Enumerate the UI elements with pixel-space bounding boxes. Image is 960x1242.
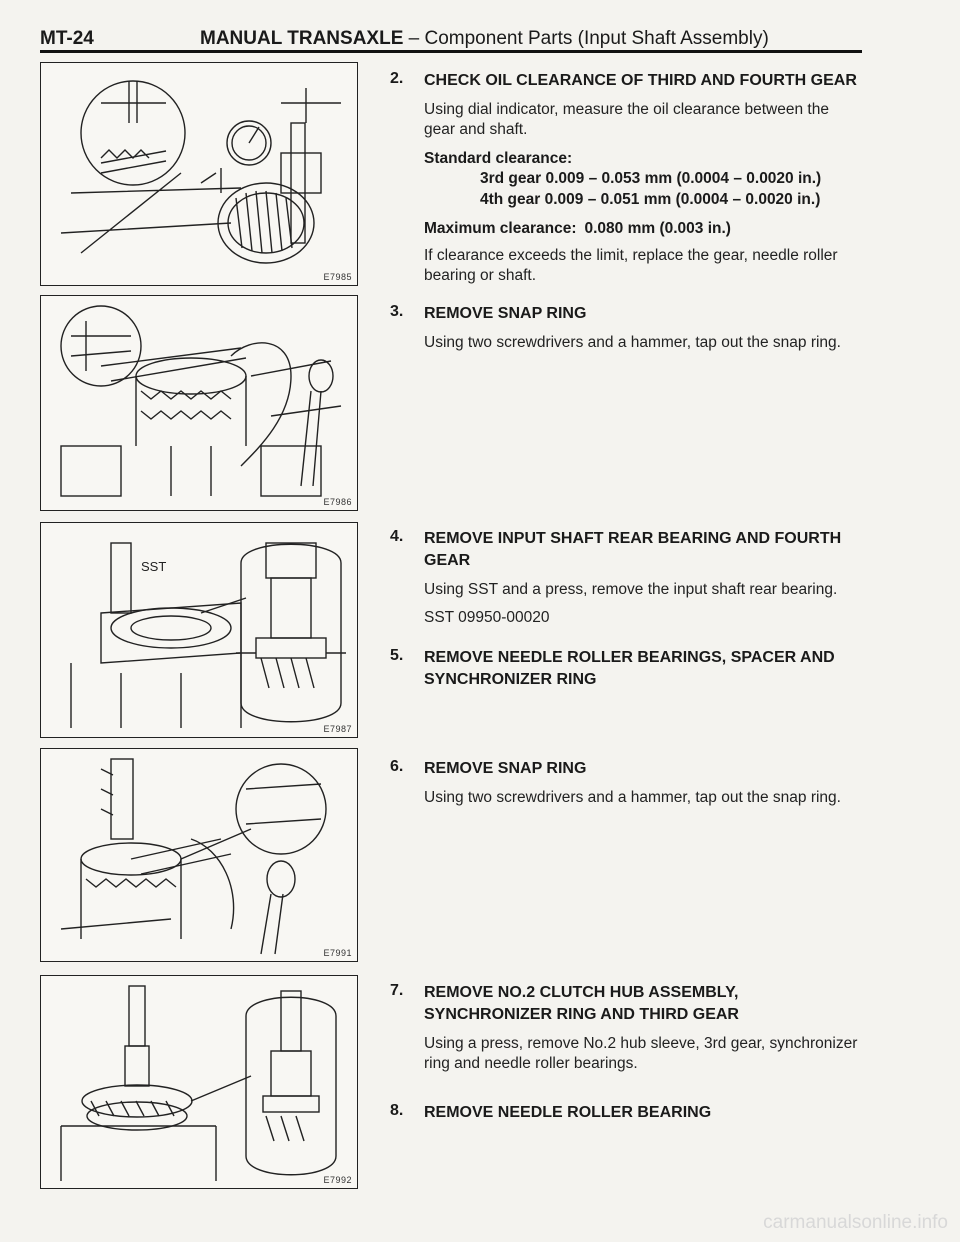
header-rule bbox=[40, 50, 862, 53]
step-heading: REMOVE NEEDLE ROLLER BEARINGS, SPACER AN… bbox=[424, 649, 835, 688]
figure-code: E7987 bbox=[323, 724, 352, 734]
title-main: MANUAL TRANSAXLE bbox=[200, 28, 404, 49]
press-sst-illustration: SST bbox=[70, 542, 346, 728]
page-header: MT-24 MANUAL TRANSAXLE – Component Parts… bbox=[40, 28, 860, 58]
figure-code: E7985 bbox=[323, 272, 352, 282]
maximum-clearance-value: 0.080 mm (0.003 in.) bbox=[584, 220, 731, 237]
step-number: 4. bbox=[390, 528, 404, 545]
step-heading: REMOVE SNAP RING bbox=[424, 305, 587, 322]
figure-press-sst: SST E7987 bbox=[40, 522, 358, 738]
step-heading: REMOVE INPUT SHAFT REAR BEARING AND FOUR… bbox=[424, 530, 842, 569]
step-heading: REMOVE NO.2 CLUTCH HUB ASSEMBLY, SYNCHRO… bbox=[424, 984, 739, 1023]
dial-indicator-illustration bbox=[60, 80, 341, 264]
maximum-clearance: Maximum clearance: 0.080 mm (0.003 in.) bbox=[424, 220, 860, 238]
page-title: MANUAL TRANSAXLE – Component Parts (Inpu… bbox=[200, 28, 769, 50]
step-8: 8. REMOVE NEEDLE ROLLER BEARING bbox=[390, 1102, 860, 1124]
figure-code: E7991 bbox=[323, 948, 352, 958]
step-body: Using SST and a press, remove the input … bbox=[424, 581, 838, 598]
step-body: Using dial indicator, measure the oil cl… bbox=[424, 101, 829, 138]
figure-dial-indicator: E7985 bbox=[40, 62, 358, 286]
step-number: 2. bbox=[390, 70, 404, 87]
figure-press-hub: E7992 bbox=[40, 975, 358, 1189]
step-2: 2. CHECK OIL CLEARANCE OF THIRD AND FOUR… bbox=[390, 70, 860, 286]
step-note: If clearance exceeds the limit, replace … bbox=[424, 247, 838, 284]
maximum-clearance-label: Maximum clearance: bbox=[424, 220, 577, 237]
step-heading: CHECK OIL CLEARANCE OF THIRD AND FOURTH … bbox=[424, 72, 857, 89]
figure-code: E7992 bbox=[323, 1175, 352, 1185]
page-number: MT-24 bbox=[40, 28, 94, 49]
step-number: 5. bbox=[390, 647, 404, 664]
standard-clearance-label: Standard clearance: bbox=[424, 150, 573, 167]
step-heading: REMOVE NEEDLE ROLLER BEARING bbox=[424, 1104, 712, 1121]
step-body: Using two screwdrivers and a hammer, tap… bbox=[424, 789, 841, 806]
step-7: 7. REMOVE NO.2 CLUTCH HUB ASSEMBLY, SYNC… bbox=[390, 982, 860, 1074]
sst-label: SST bbox=[141, 559, 166, 574]
press-hub-illustration bbox=[60, 985, 337, 1181]
step-number: 6. bbox=[390, 758, 404, 775]
step-body: Using a press, remove No.2 hub sleeve, 3… bbox=[424, 1035, 858, 1072]
snap-ring-illustration bbox=[60, 305, 342, 497]
step-4: 4. REMOVE INPUT SHAFT REAR BEARING AND F… bbox=[390, 528, 860, 628]
spec-3rd-gear: 3rd gear 0.009 – 0.053 mm (0.0004 – 0.00… bbox=[480, 170, 822, 187]
spec-4th-gear: 4th gear 0.009 – 0.051 mm (0.0004 – 0.00… bbox=[480, 191, 821, 208]
step-body: Using two screwdrivers and a hammer, tap… bbox=[424, 334, 841, 351]
step-3: 3. REMOVE SNAP RING Using two screwdrive… bbox=[390, 303, 860, 353]
step-number: 8. bbox=[390, 1102, 404, 1119]
figure-snap-ring-1: E7986 bbox=[40, 295, 358, 511]
sst-number: SST 09950-00020 bbox=[424, 609, 550, 626]
step-5: 5. REMOVE NEEDLE ROLLER BEARINGS, SPACER… bbox=[390, 647, 860, 691]
footer-watermark: carmanualsonline.info bbox=[763, 1212, 948, 1233]
step-6: 6. REMOVE SNAP RING Using two screwdrive… bbox=[390, 758, 860, 808]
step-number: 7. bbox=[390, 982, 404, 999]
figure-code: E7986 bbox=[323, 497, 352, 507]
snap-ring-2-illustration bbox=[60, 758, 327, 955]
step-heading: REMOVE SNAP RING bbox=[424, 760, 587, 777]
step-number: 3. bbox=[390, 303, 404, 320]
title-sub: – Component Parts (Input Shaft Assembly) bbox=[408, 28, 769, 49]
figure-snap-ring-2: E7991 bbox=[40, 748, 358, 962]
